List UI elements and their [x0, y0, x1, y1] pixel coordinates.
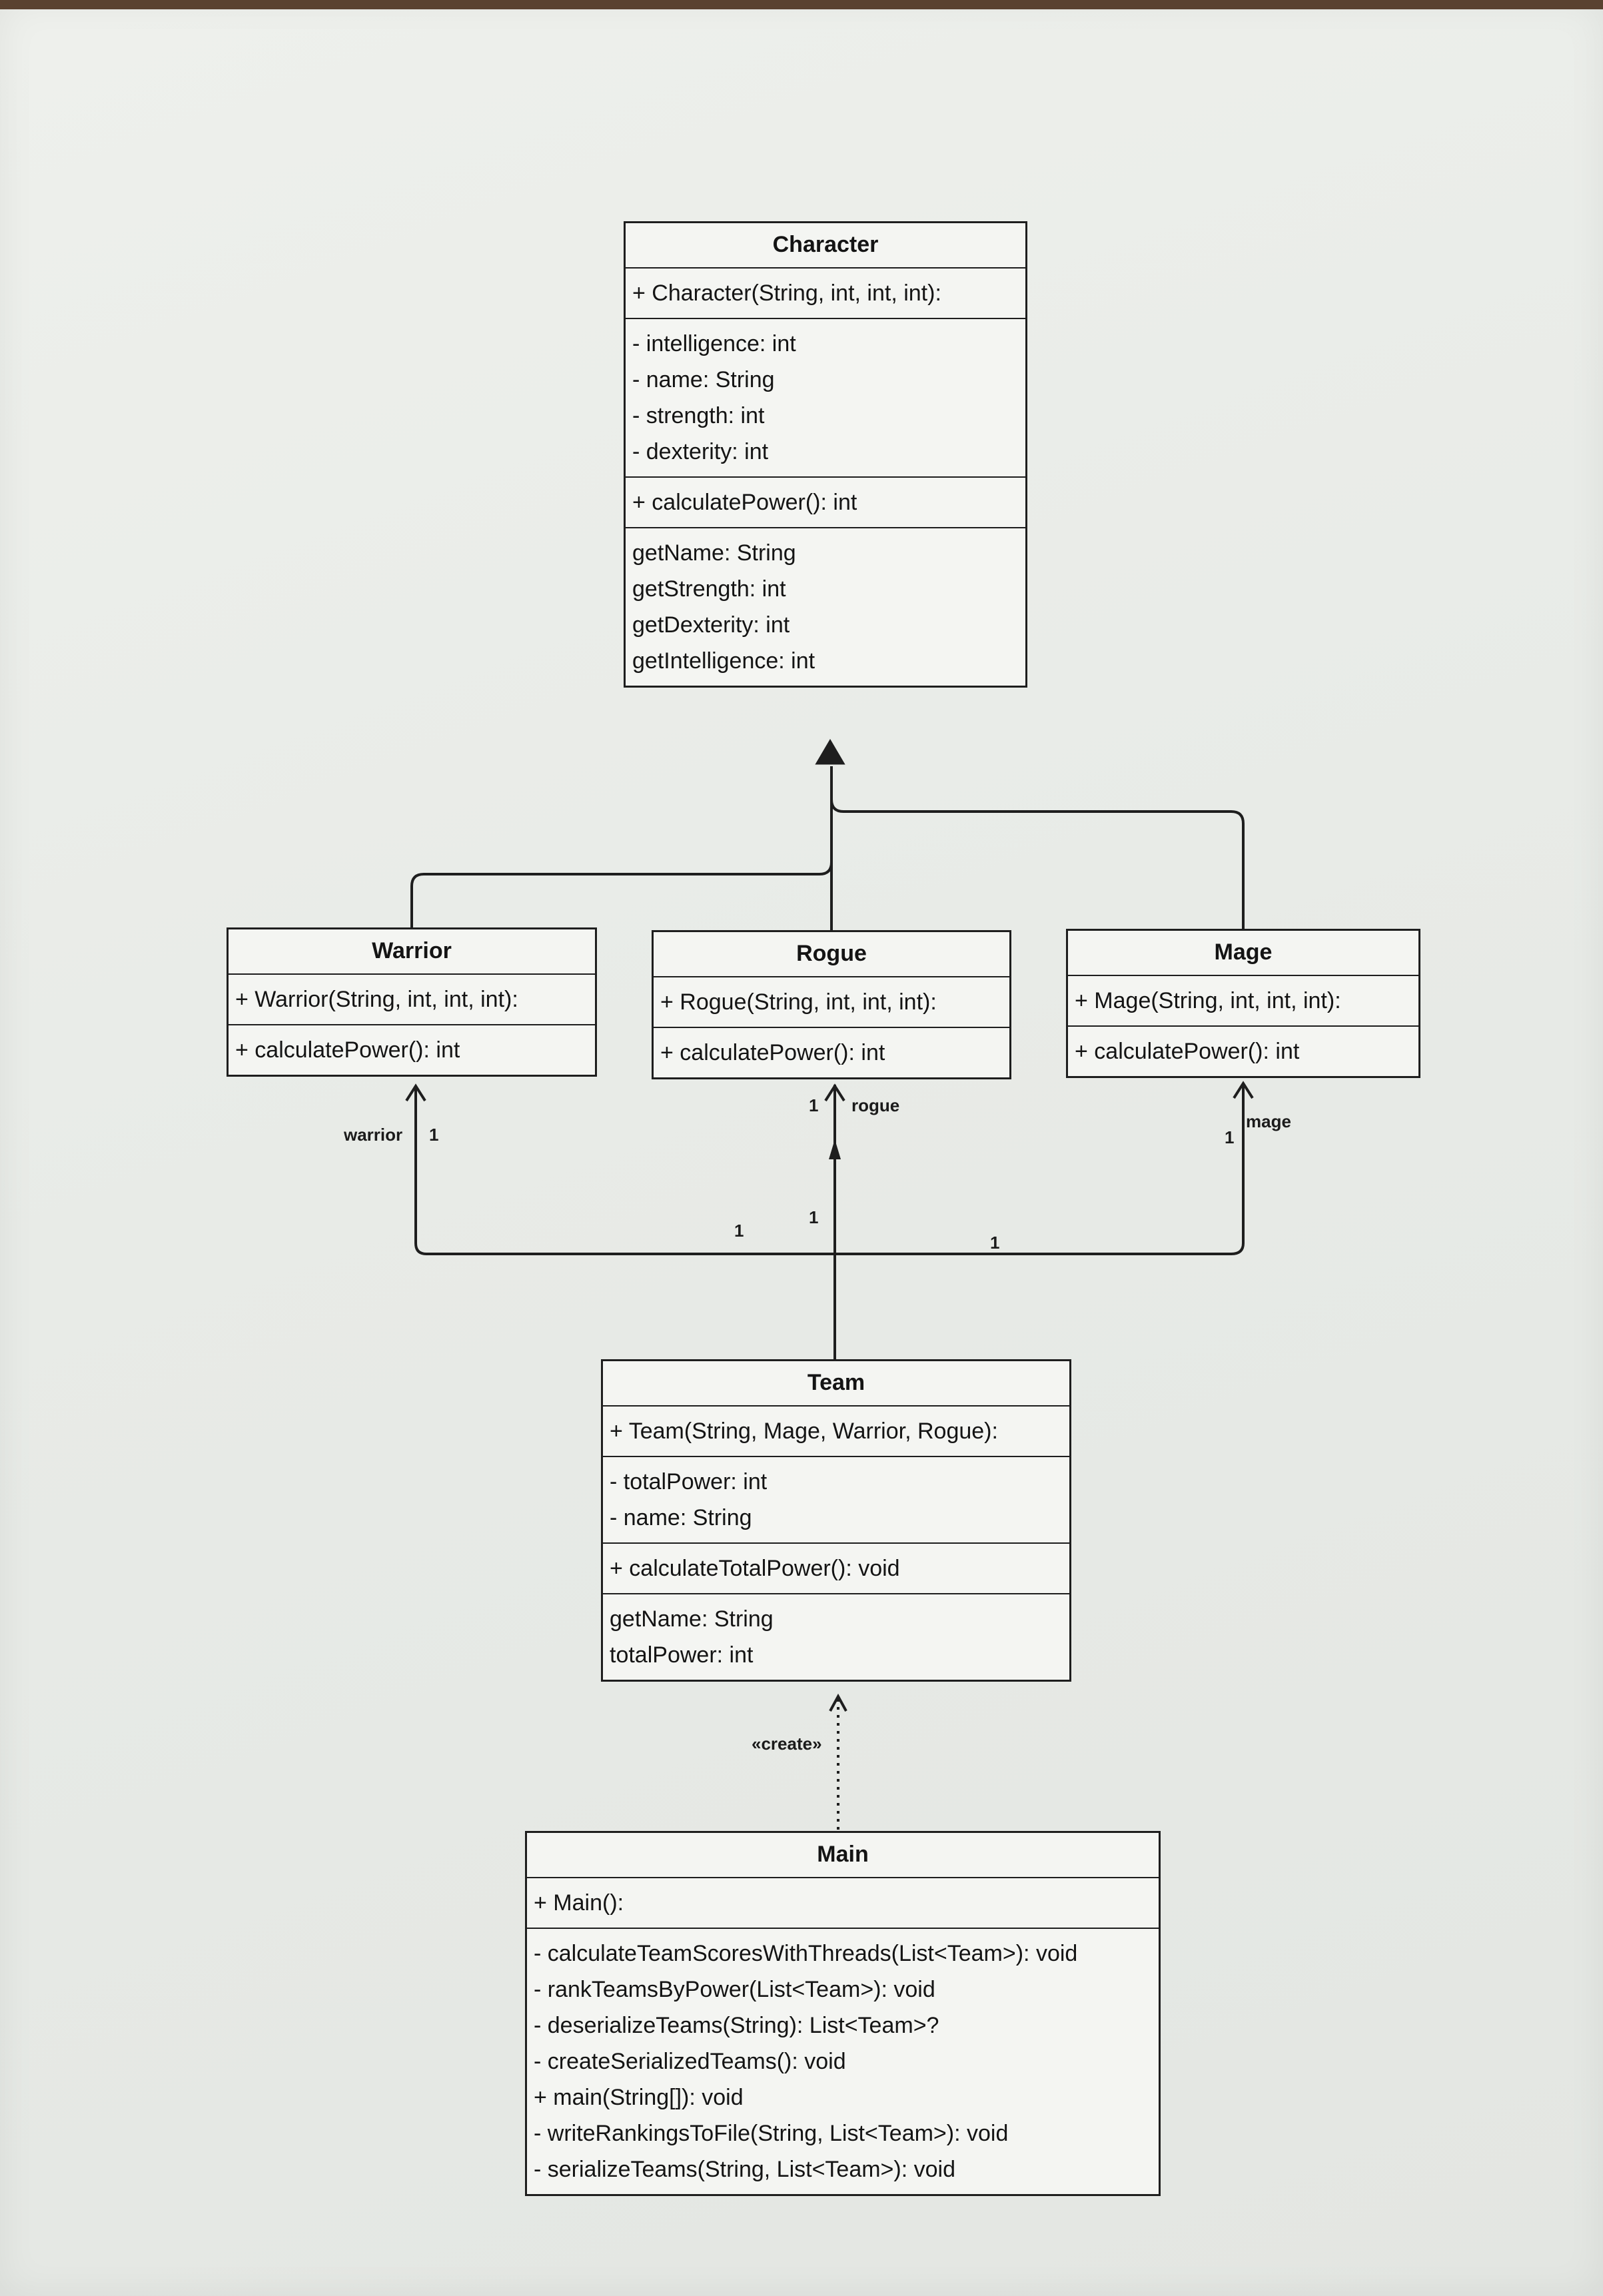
- constructor-section: + Team(String, Mage, Warrior, Rogue):: [603, 1407, 1069, 1457]
- class-mage: Mage + Mage(String, int, int, int): + calc…: [1066, 929, 1420, 1078]
- constructor-section: + Rogue(String, int, int, int):: [654, 977, 1009, 1028]
- member-section: - intelligence: int - name: String - stren…: [626, 319, 1025, 478]
- class-member: getStrength: int: [632, 576, 786, 602]
- class-member: - intelligence: int: [632, 331, 796, 356]
- class-member: + calculateTotalPower(): void: [610, 1556, 900, 1581]
- team-end-mid-multiplicity: 1: [809, 1207, 818, 1227]
- class-member: - writeRankingsToFile(String, List<Team>…: [534, 2121, 1009, 2146]
- constructor-section: + Warrior(String, int, int, int):: [229, 975, 595, 1025]
- table-edge: [0, 0, 1603, 9]
- member-section: + calculatePower(): int: [654, 1028, 1009, 1077]
- class-rogue: Rogue + Rogue(String, int, int, int): + ca…: [652, 930, 1011, 1079]
- rogue-role-label: rogue: [851, 1095, 899, 1115]
- create-stereotype-label: «create»: [752, 1734, 822, 1754]
- team-trunk-arrow: [829, 1139, 841, 1159]
- generalization-triangle: [815, 739, 845, 765]
- class-member: getDexterity: int: [632, 612, 790, 638]
- team-dependency-arrowhead: [829, 1693, 847, 1712]
- class-name: Character: [626, 223, 1025, 269]
- class-member: getName: String: [632, 540, 796, 566]
- member-section: + calculateTotalPower(): void: [603, 1544, 1069, 1594]
- class-member: + Team(String, Mage, Warrior, Rogue):: [610, 1419, 998, 1444]
- class-member: - deserializeTeams(String): List<Team>?: [534, 2013, 939, 2038]
- class-member: - name: String: [610, 1505, 752, 1530]
- class-member: + main(String[]): void: [534, 2085, 744, 2110]
- class-member: totalPower: int: [610, 1642, 754, 1668]
- rogue-arrowhead: [824, 1083, 845, 1102]
- class-member: + Main():: [534, 1890, 624, 1916]
- class-name: Mage: [1068, 931, 1418, 976]
- member-section: + calculatePower(): int: [626, 478, 1025, 528]
- class-member: - name: String: [632, 367, 775, 392]
- association-warrior-line: [414, 1087, 835, 1255]
- class-member: + Rogue(String, int, int, int):: [660, 989, 937, 1015]
- class-name: Warrior: [229, 929, 595, 975]
- constructor-section: + Mage(String, int, int, int):: [1068, 976, 1418, 1027]
- class-main: Main + Main(): - calculateTeamScoresWithTh…: [525, 1831, 1161, 2196]
- member-section: - totalPower: int - name: String: [603, 1457, 1069, 1544]
- class-member: - serializeTeams(String, List<Team>): vo…: [534, 2157, 956, 2182]
- constructor-section: + Character(String, int, int, int):: [626, 269, 1025, 319]
- class-member: + Character(String, int, int, int):: [632, 281, 941, 306]
- member-section: + calculatePower(): int: [229, 1025, 595, 1075]
- member-section: getName: String getStrength: int getDexter…: [626, 528, 1025, 686]
- warrior-arrowhead: [405, 1083, 426, 1102]
- mage-role-label: mage: [1246, 1111, 1291, 1131]
- class-member: getIntelligence: int: [632, 648, 815, 674]
- generalization-warrior-line: [410, 861, 833, 927]
- mage-multiplicity: 1: [1225, 1127, 1234, 1147]
- class-member: - totalPower: int: [610, 1469, 768, 1494]
- class-member: - calculateTeamScoresWithThreads(List<Te…: [534, 1941, 1078, 1966]
- class-member: + Mage(String, int, int, int):: [1075, 988, 1341, 1013]
- class-member: + calculatePower(): int: [660, 1040, 885, 1065]
- warrior-role-label: warrior: [343, 1125, 402, 1145]
- class-member: getName: String: [610, 1606, 774, 1632]
- class-member: - rankTeamsByPower(List<Team>): void: [534, 1977, 935, 2002]
- class-name: Rogue: [654, 932, 1009, 977]
- member-section: - calculateTeamScoresWithThreads(List<Te…: [527, 1929, 1159, 2194]
- class-name: Team: [603, 1361, 1069, 1407]
- class-team: Team + Team(String, Mage, Warrior, Rogue)…: [601, 1359, 1071, 1682]
- member-section: getName: String totalPower: int: [603, 1594, 1069, 1680]
- class-warrior: Warrior + Warrior(String, int, int, int):…: [227, 927, 597, 1077]
- rogue-multiplicity: 1: [809, 1095, 818, 1115]
- class-member: - createSerializedTeams(): void: [534, 2049, 846, 2074]
- class-character: Character + Character(String, int, int, i…: [624, 221, 1027, 688]
- member-section: + calculatePower(): int: [1068, 1027, 1418, 1076]
- class-member: - dexterity: int: [632, 439, 769, 464]
- constructor-section: + Main():: [527, 1878, 1159, 1929]
- team-end-left-multiplicity: 1: [734, 1221, 744, 1241]
- class-name: Main: [527, 1833, 1159, 1878]
- class-member: + calculatePower(): int: [1075, 1039, 1300, 1064]
- class-member: + calculatePower(): int: [632, 490, 857, 515]
- class-member: + Warrior(String, int, int, int):: [235, 987, 518, 1012]
- class-member: + calculatePower(): int: [235, 1037, 460, 1063]
- association-mage-line: [835, 1085, 1245, 1255]
- class-member: - strength: int: [632, 403, 765, 428]
- mage-arrowhead: [1233, 1081, 1254, 1099]
- team-end-right-multiplicity: 1: [990, 1233, 999, 1253]
- generalization-mage-line: [830, 799, 1245, 929]
- warrior-multiplicity: 1: [429, 1125, 438, 1145]
